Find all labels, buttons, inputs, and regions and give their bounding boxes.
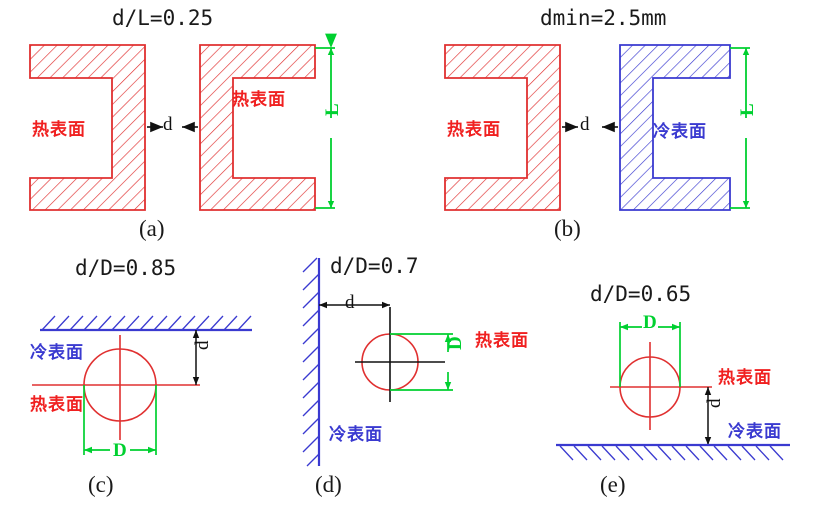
panel-c-label: (c) [88,472,114,497]
panel-b-right-cold-block [619,44,731,211]
panel-e-dim-d-head-bottom [704,437,712,445]
panel-b-dim-L-arrow-bottom [742,201,750,208]
panel-e-dim-D-head-left [620,323,628,331]
panel-e-dim-d-symbol: d [704,398,725,409]
panel-e-drawing [556,322,790,461]
panel-a-right-hot-label: 热表面 [232,90,286,110]
panel-b-left-hot-block [444,44,561,211]
panel-a-dim-L-symbol: L [322,103,343,116]
panel-b: dmin=2.5mm L d 热表面 冷表面 (b) [410,0,822,250]
panel-d-dim-d-symbol: d [345,292,355,313]
panel-d-cold-wall-hatch [302,257,320,467]
panel-a-title: d/L=0.25 [112,6,214,30]
panel-d: d/D=0.7 [285,250,560,510]
panel-a-drawing [29,33,337,211]
panel-c: d/D=0.85 [0,250,285,510]
panel-a-left-hot-label: 热表面 [32,120,86,140]
panel-c-title: d/D=0.85 [75,256,177,280]
panel-e-dim-D-head-right [672,323,680,331]
panel-c-hot-label: 热表面 [30,395,84,415]
panel-b-drawing [444,44,750,211]
panel-c-drawing [32,315,252,455]
panel-d-drawing [302,257,453,467]
panel-e-cold-plane-hatch [559,445,784,461]
panel-c-dim-D-symbol: D [113,440,127,461]
panel-e-hot-label: 热表面 [718,368,772,388]
panel-b-label: (b) [554,216,581,241]
panel-c-cold-label: 冷表面 [30,343,84,363]
panel-b-title: dmin=2.5mm [540,6,667,30]
panel-b-dim-L-symbol: L [737,103,758,116]
panel-d-cold-label: 冷表面 [329,425,383,445]
panel-b-right-cold-label: 冷表面 [653,122,707,142]
panel-c-dim-d-arrow-bottom [192,377,200,385]
panel-d-title: d/D=0.7 [330,254,419,278]
panel-a: d/L=0.25 L d 热表面 热表面 (a) [0,0,410,250]
panel-a-label: (a) [139,216,165,241]
panel-b-dim-L-arrow-top [742,48,750,55]
panel-d-label: (d) [315,472,342,497]
panel-a-dim-L-arrow-top [327,48,335,55]
panel-b-dim-d-symbol: d [580,114,590,135]
panel-c-dim-D-head-left [84,446,92,454]
panel-c-dim-d-arrow-top [192,330,200,338]
panel-a-dim-d-symbol: d [163,114,173,135]
panel-d-dim-D-head-top [444,334,452,342]
panel-e-dim-d-head-top [704,387,712,395]
panel-a-right-hot-block [199,44,316,211]
panel-e-cold-label: 冷表面 [728,422,782,442]
panel-d-dim-D-head-bottom [444,382,452,390]
panel-d-dim-d-head-left [319,301,327,309]
panel-c-dim-d-symbol: d [192,340,213,351]
panel-d-hot-label: 热表面 [475,331,529,351]
panel-d-dim-D-symbol: D [445,336,466,350]
panel-d-dim-d-head-right [382,301,390,309]
panel-c-dim-D-head-right [148,446,156,454]
panel-c-cold-plane-hatch [41,315,252,331]
panel-a-left-hot-block [29,44,146,211]
panel-e-dim-D-symbol: D [643,312,657,333]
panel-e-label: (e) [600,472,626,497]
panel-b-left-hot-label: 热表面 [447,120,501,140]
panel-e: d/D=0.65 [556,250,822,510]
panel-a-dim-L-arrow-bottom [327,201,335,208]
panel-e-title: d/D=0.65 [590,282,692,306]
